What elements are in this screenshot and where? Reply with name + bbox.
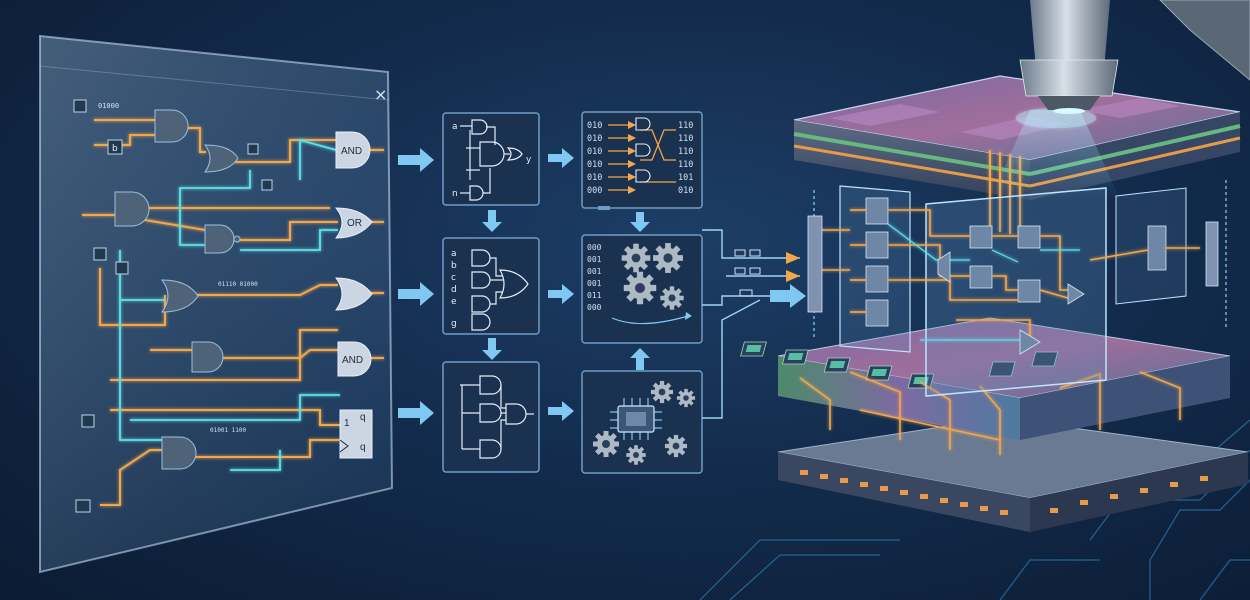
svg-text:e: e — [451, 297, 457, 307]
window-close-icon[interactable]: × — [374, 85, 387, 104]
svg-text:001: 001 — [587, 279, 602, 288]
svg-text:010: 010 — [587, 121, 602, 131]
svg-text:110: 110 — [678, 147, 693, 157]
schematic-wires-cyan — [119, 138, 340, 471]
arrow-down-icon — [482, 338, 502, 360]
svg-text:q: q — [360, 442, 366, 453]
or-gate-middle — [161, 279, 199, 313]
microscope-icon — [1019, 0, 1250, 114]
flow-arrows — [398, 148, 650, 425]
bits-middle: 01110 01000 — [218, 281, 258, 288]
svg-text:b: b — [451, 261, 457, 271]
schematic-gates — [114, 109, 241, 470]
svg-text:d: d — [451, 285, 457, 295]
arrow-right-icon — [548, 148, 574, 168]
arrow-right-icon — [548, 401, 574, 421]
logic-box-bottom — [442, 361, 540, 473]
arrow-right-icon — [398, 282, 434, 306]
logic-box: a b c d e g — [442, 237, 540, 335]
arrow-up-icon — [630, 348, 650, 370]
svg-text:010: 010 — [587, 173, 602, 183]
svg-text:a: a — [451, 249, 457, 259]
svg-text:000: 000 — [587, 186, 602, 196]
svg-text:g: g — [451, 319, 457, 329]
svg-text:110: 110 — [678, 134, 693, 144]
flip-flop: 1 q q — [339, 409, 373, 459]
truth-table-box: 010 010 010 010 010 000 110 110 110 110 … — [581, 111, 703, 210]
and-gate-bottom — [161, 436, 197, 470]
svg-text:010: 010 — [587, 147, 602, 157]
chip-icon — [610, 398, 662, 440]
or-gate-small — [203, 144, 239, 173]
svg-text:AND: AND — [341, 146, 362, 157]
svg-text:AND: AND — [342, 355, 363, 366]
schematic-window: × — [39, 34, 394, 574]
svg-text:n: n — [452, 189, 458, 199]
mini-gate-symbols — [734, 249, 761, 297]
connector-arrows — [786, 252, 800, 282]
and-gate-small — [154, 109, 189, 143]
svg-text:c: c — [451, 273, 456, 283]
arrow-right-icon — [770, 284, 806, 308]
nand-gate — [204, 224, 235, 254]
netlist-box: a n y — [442, 112, 540, 206]
svg-text:101: 101 — [678, 173, 693, 183]
svg-text:000: 000 — [587, 303, 602, 312]
arrow-right-icon — [548, 284, 574, 304]
and-gate-labeled-bottom: AND — [337, 341, 372, 377]
svg-text:OR: OR — [347, 218, 362, 229]
and-gate-labeled-top: AND — [335, 131, 371, 169]
svg-text:y: y — [526, 155, 532, 165]
svg-text:011: 011 — [587, 291, 602, 300]
input-pins — [73, 99, 273, 513]
bits-bottom: 01001 1100 — [210, 427, 247, 434]
svg-text:001: 001 — [587, 267, 602, 276]
bits-top: 01000 — [98, 102, 119, 110]
svg-text:000: 000 — [587, 243, 602, 252]
svg-text:a: a — [452, 122, 458, 132]
or-gate-labeled: OR — [334, 207, 373, 239]
optimizer-box: 000 001 001 001 011 000 — [581, 234, 703, 344]
svg-text:010: 010 — [587, 134, 602, 144]
arrow-down-icon — [482, 210, 502, 232]
and-gate-left — [114, 191, 150, 227]
svg-text:010: 010 — [587, 160, 602, 170]
chip-gear-box — [581, 370, 703, 474]
svg-text:010: 010 — [678, 186, 693, 196]
svg-text:q: q — [360, 412, 366, 423]
arrow-down-icon — [630, 212, 650, 232]
or-gate-unlabeled — [335, 277, 373, 311]
arrow-right-icon — [398, 148, 434, 172]
input-b-label: b — [112, 144, 118, 154]
arrow-right-icon — [398, 401, 434, 425]
chip-stack-3d — [740, 0, 1250, 532]
svg-text:1: 1 — [344, 418, 350, 429]
svg-text:110: 110 — [678, 160, 693, 170]
svg-text:001: 001 — [587, 255, 602, 264]
svg-text:110: 110 — [678, 121, 693, 131]
schematic-wires-orange — [82, 119, 384, 506]
and-gate-lower — [191, 341, 224, 373]
